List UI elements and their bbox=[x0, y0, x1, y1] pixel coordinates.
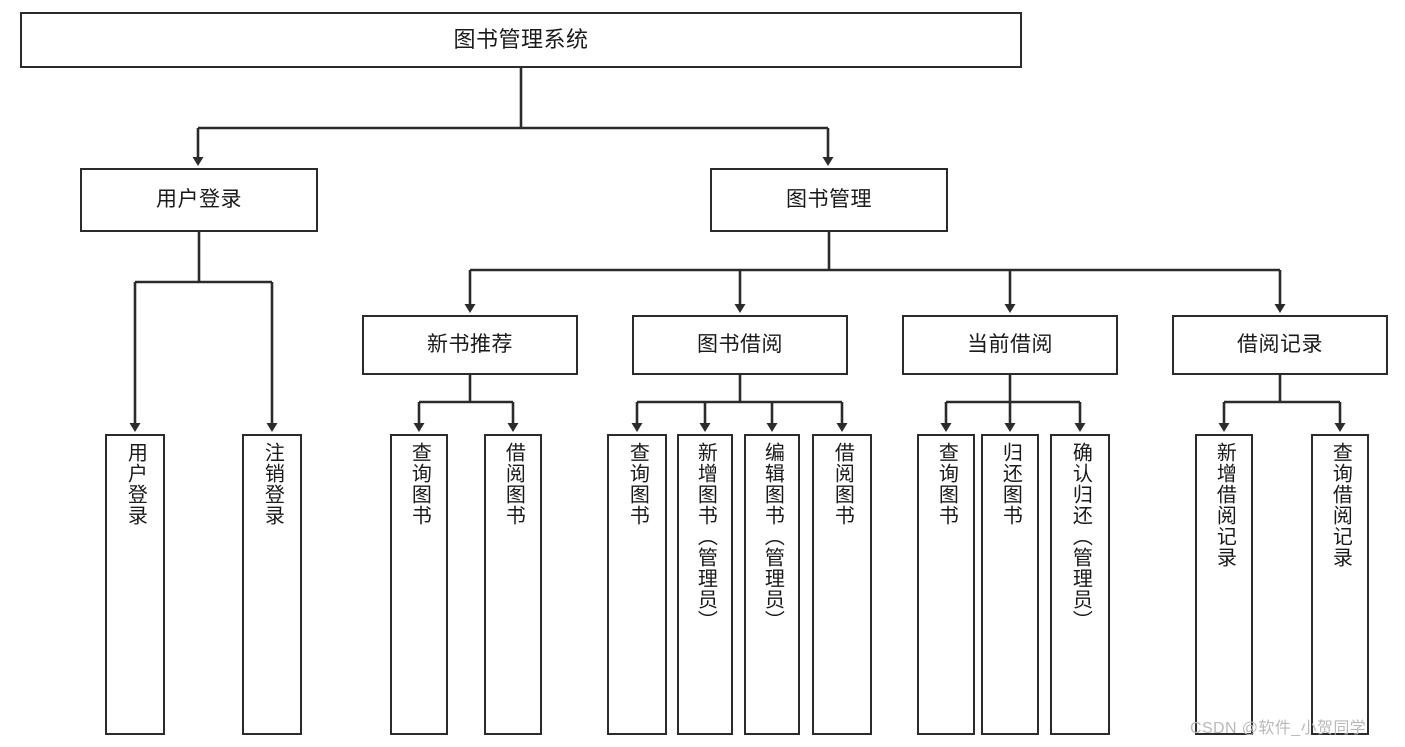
watermark-text: CSDN @软件_小贺同学 bbox=[1190, 720, 1367, 737]
node-label: 确认归还（管理员） bbox=[1069, 442, 1092, 631]
node-current-borrow[interactable]: 当前借阅 bbox=[902, 315, 1118, 375]
node-label: 查询图书 bbox=[408, 442, 431, 526]
node-new-book-recommend[interactable]: 新书推荐 bbox=[362, 315, 578, 375]
node-book-borrow[interactable]: 图书借阅 bbox=[632, 315, 848, 375]
node-label: 图书借阅 bbox=[697, 332, 783, 356]
leaf-record-query[interactable]: 查询借阅记录 bbox=[1311, 434, 1369, 735]
leaf-new-book-borrow[interactable]: 借阅图书 bbox=[484, 434, 542, 735]
leaf-user-login-login[interactable]: 用户登录 bbox=[105, 434, 165, 735]
leaf-borrow-add-book[interactable]: 新增图书（管理员） bbox=[677, 434, 733, 735]
node-book-management[interactable]: 图书管理 bbox=[710, 168, 948, 232]
node-label: 借阅图书 bbox=[502, 442, 525, 526]
node-label: 归还图书 bbox=[999, 442, 1022, 526]
leaf-borrow-query-book[interactable]: 查询图书 bbox=[607, 434, 667, 735]
node-label: 编辑图书（管理员） bbox=[761, 442, 784, 631]
leaf-borrow-borrow-book[interactable]: 借阅图书 bbox=[812, 434, 872, 735]
leaf-record-add[interactable]: 新增借阅记录 bbox=[1195, 434, 1253, 735]
node-root-system[interactable]: 图书管理系统 bbox=[20, 12, 1022, 68]
leaf-current-return-book[interactable]: 归还图书 bbox=[981, 434, 1039, 735]
node-borrow-record[interactable]: 借阅记录 bbox=[1172, 315, 1388, 375]
leaf-current-query-book[interactable]: 查询图书 bbox=[917, 434, 975, 735]
node-label: 用户登录 bbox=[124, 442, 147, 526]
node-label: 借阅图书 bbox=[831, 442, 854, 526]
leaf-current-confirm-return[interactable]: 确认归还（管理员） bbox=[1050, 434, 1110, 735]
leaf-new-book-query[interactable]: 查询图书 bbox=[390, 434, 448, 735]
node-user-login[interactable]: 用户登录 bbox=[80, 168, 318, 232]
leaf-borrow-edit-book[interactable]: 编辑图书（管理员） bbox=[744, 434, 800, 735]
node-label: 注销登录 bbox=[261, 442, 284, 526]
node-label: 当前借阅 bbox=[967, 332, 1053, 356]
node-label: 新增借阅记录 bbox=[1213, 442, 1236, 568]
node-label: 查询图书 bbox=[935, 442, 958, 526]
node-label: 用户登录 bbox=[156, 187, 242, 211]
node-label: 借阅记录 bbox=[1237, 332, 1323, 356]
leaf-user-login-logout[interactable]: 注销登录 bbox=[242, 434, 302, 735]
node-label: 新增图书（管理员） bbox=[694, 442, 717, 631]
node-label: 查询借阅记录 bbox=[1329, 442, 1352, 568]
node-label: 图书管理系统 bbox=[453, 26, 589, 52]
node-label: 查询图书 bbox=[626, 442, 649, 526]
node-label: 新书推荐 bbox=[427, 332, 513, 356]
node-label: 图书管理 bbox=[786, 187, 872, 211]
